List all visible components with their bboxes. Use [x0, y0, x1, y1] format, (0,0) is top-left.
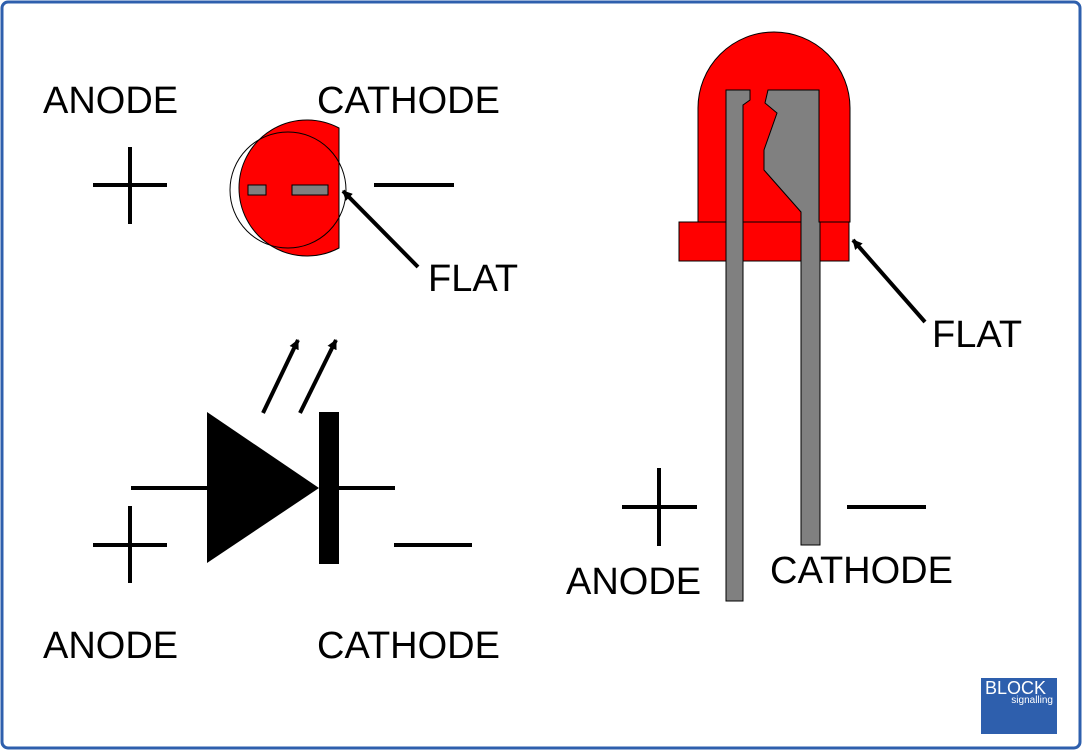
plus-sign-right	[622, 468, 697, 546]
led-top-anode-lead	[247, 184, 267, 196]
label-cathode-bottom: CATHODE	[317, 625, 500, 667]
label-anode-bottom: ANODE	[43, 625, 179, 667]
label-flat-right: FLAT	[932, 314, 1023, 356]
led-top-cathode-lead	[291, 184, 329, 196]
cathode-lead	[763, 89, 821, 546]
plus-sign-top	[93, 147, 167, 224]
led-top-view	[229, 119, 347, 257]
label-anode-top: ANODE	[43, 80, 179, 122]
plus-sign-bottom	[93, 506, 167, 583]
anode-lead	[725, 89, 751, 602]
led-rim	[678, 221, 850, 262]
flat-arrow-right	[851, 238, 927, 324]
label-cathode-top: CATHODE	[317, 80, 500, 122]
schematic-cathode-bar	[319, 412, 339, 564]
block-signalling-logo: BLOCK signalling	[981, 678, 1057, 734]
label-anode-right: ANODE	[566, 561, 702, 603]
label-cathode-right: CATHODE	[770, 550, 953, 592]
led-side-view	[678, 31, 851, 602]
led-top-lens-ring	[229, 131, 347, 249]
flat-arrow-top	[341, 189, 420, 269]
light-emission-arrow-2	[298, 339, 338, 414]
light-emission-arrow-1	[261, 339, 300, 414]
logo-line2: signalling	[1011, 695, 1053, 706]
logo-line1: BLOCK	[985, 678, 1047, 698]
label-flat-top: FLAT	[428, 258, 519, 300]
schematic-diode-triangle	[207, 412, 319, 563]
led-schematic-symbol	[131, 339, 395, 564]
led-top-body	[238, 119, 340, 257]
